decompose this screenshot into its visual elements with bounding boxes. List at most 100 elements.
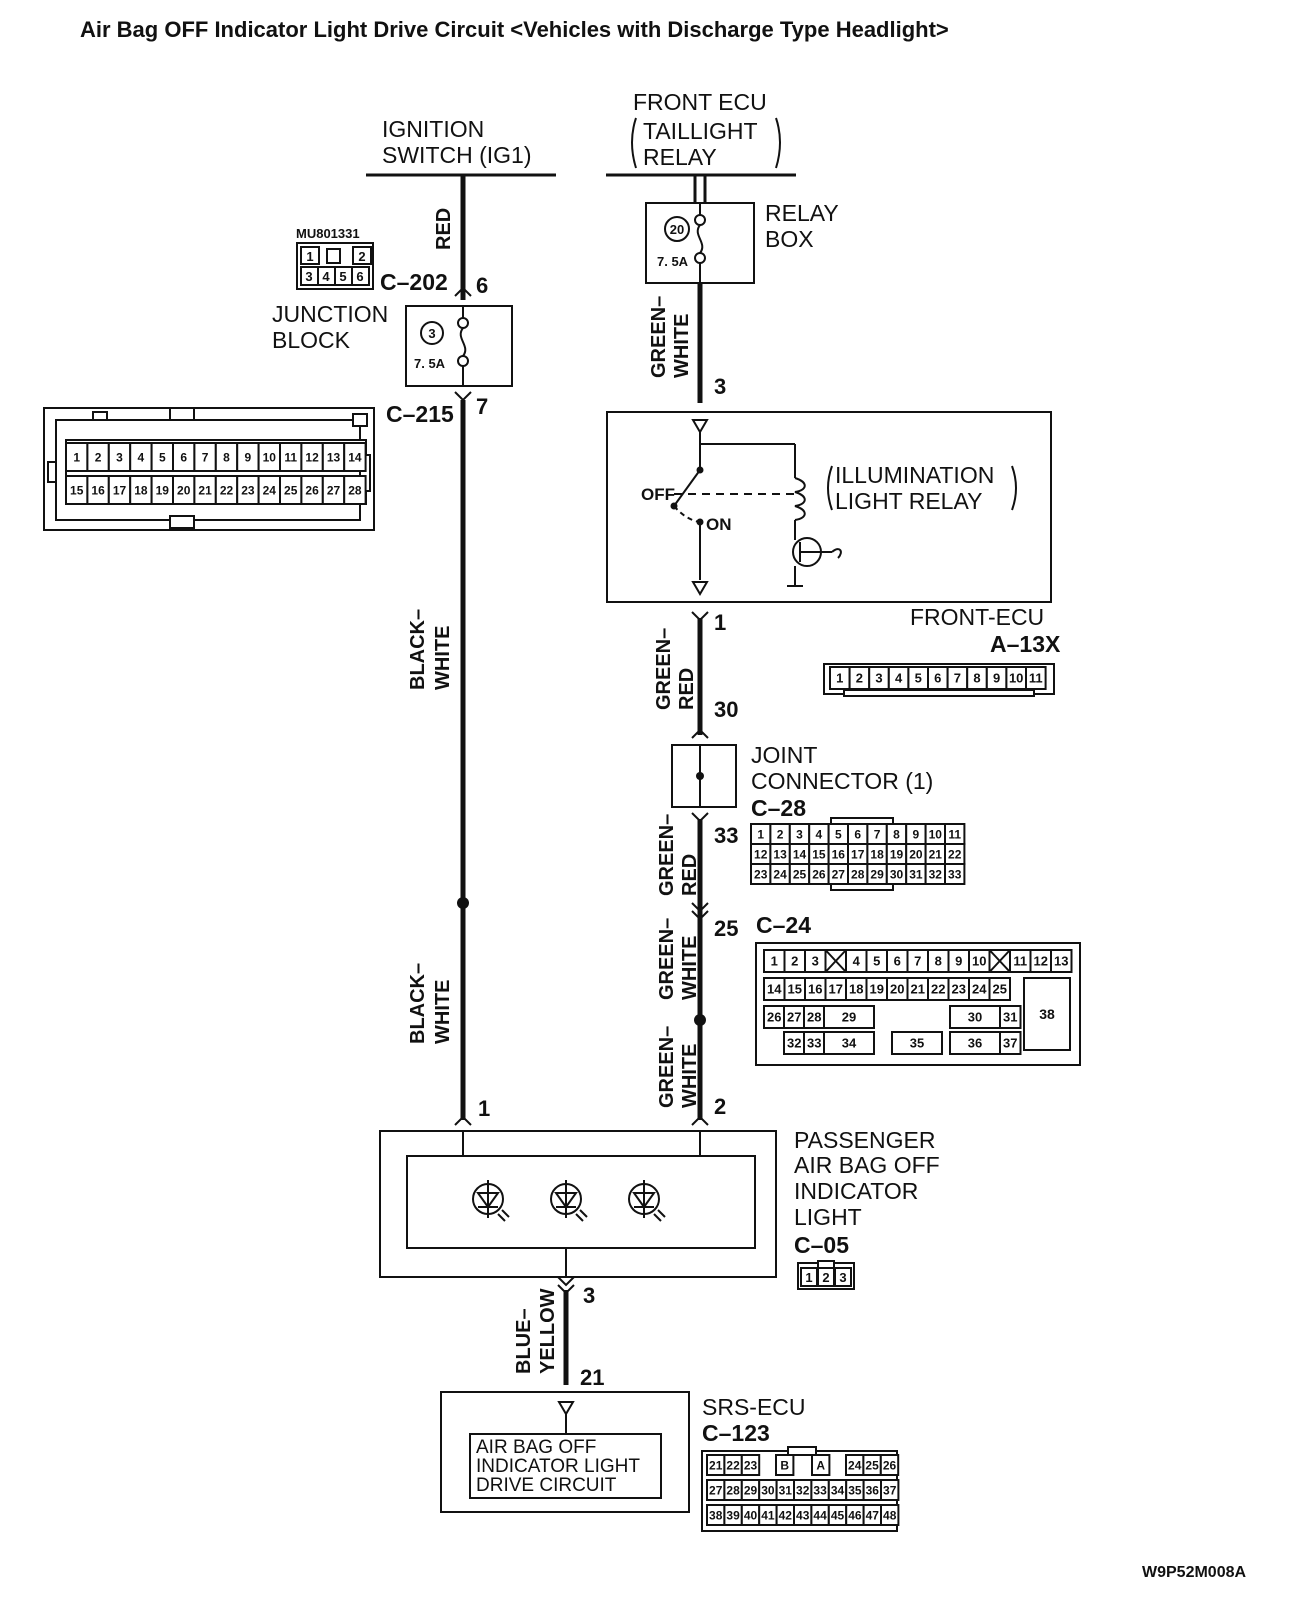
connector-pin-number: 3 (796, 827, 803, 841)
connector-pin-number: 20 (909, 847, 923, 861)
connector-pin-number: 14 (793, 847, 807, 861)
connector-pin-number: 5 (873, 954, 880, 969)
connector-pin-number: 3 (116, 450, 123, 464)
front-ecu-source-line1: FRONT ECU (633, 89, 767, 115)
connector-pin-number: 35 (910, 1036, 924, 1051)
connector-pin-number: 31 (1003, 1010, 1017, 1025)
connector-pin-number: 18 (849, 982, 863, 997)
connector-pin-number: 10 (972, 954, 986, 969)
wire-label-gr-b1: GREEN– (656, 814, 678, 896)
connector-pin-number: 33 (813, 1483, 827, 1497)
connector-pin-number: 25 (284, 483, 298, 497)
connector-pin-number: 25 (993, 982, 1007, 997)
c215-connector-label: C–215 (386, 401, 454, 427)
connector-pin-number: 22 (220, 483, 234, 497)
c05-pin: 3 (839, 1270, 846, 1285)
wire-label-gr-a2: RED (676, 668, 698, 710)
c202-part-number: MU801331 (296, 226, 360, 241)
connector-pin-number: 16 (808, 982, 822, 997)
srs-pin-21: 21 (580, 1365, 604, 1390)
connector-pin-number: 33 (948, 867, 962, 881)
connector-pin-number: 6 (894, 954, 901, 969)
connector-pin-number: 31 (909, 867, 923, 881)
connector-pin-number: 21 (929, 847, 943, 861)
joint-connector-node (696, 772, 704, 780)
connector-pin-number: 45 (831, 1508, 845, 1522)
connector-pin-number: 9 (955, 954, 962, 969)
connector-pin-number: 15 (812, 847, 826, 861)
connector-pin-number: 7 (954, 671, 961, 686)
connector-pin-number: 26 (767, 1010, 781, 1025)
junction-fuse-number: 3 (428, 326, 435, 341)
wire-label-bw-a1: BLACK– (407, 609, 429, 690)
connector-pin-cell (823, 1031, 875, 1055)
wire-label-bw-a2: WHITE (432, 626, 454, 690)
indicator-pin-3: 3 (583, 1283, 595, 1308)
wire-label-red: RED (433, 208, 455, 250)
relay-fuse-symbol (694, 203, 706, 283)
relay-label-bracket-left (827, 465, 833, 511)
connector-pin-number: 27 (787, 1010, 801, 1025)
connector-pin-number: 11 (1029, 671, 1043, 686)
connector-pin-number: 23 (744, 1458, 758, 1472)
connector-pin-number: 13 (773, 847, 787, 861)
connector-pin-cell (999, 1031, 1022, 1055)
connector-pin-number: 31 (779, 1483, 793, 1497)
ignition-label-line1: IGNITION (382, 116, 484, 142)
fuse-symbol (457, 306, 469, 386)
connector-pin-number: 4 (895, 671, 903, 686)
wire-label-gr-a1: GREEN– (653, 628, 675, 710)
front-ecu-source-line2: TAILLIGHT (643, 118, 758, 144)
front-ecu-box (606, 411, 1052, 603)
connector-pin-number: 42 (779, 1508, 793, 1522)
connector-pin-cell (879, 1454, 900, 1476)
connector-pin-number: 37 (1003, 1036, 1017, 1051)
connector-pin-number: 3 (812, 954, 819, 969)
connector-pin-number: 24 (972, 982, 987, 997)
connector-pin-number: 47 (866, 1508, 880, 1522)
c202-pin: 2 (358, 249, 365, 264)
connector-pin-cell (880, 1479, 900, 1501)
splice-point-left (457, 897, 469, 909)
wire-label-gw-a2: WHITE (671, 314, 693, 378)
connector-pin-number: 8 (973, 671, 980, 686)
srs-input-triangle (557, 1401, 575, 1416)
connector-pin-number: 10 (1009, 671, 1023, 686)
relay-fuse-rating: 7. 5A (657, 254, 689, 269)
connector-pin-number: 39 (726, 1508, 740, 1522)
indicator-pin-1: 1 (478, 1096, 490, 1121)
connector-pin-number: 37 (883, 1483, 897, 1497)
illumination-relay-line1: ILLUMINATION (835, 462, 994, 488)
front-ecu-internal-circuit (670, 419, 842, 596)
connector-pin-number: 15 (70, 483, 84, 497)
connector-pin-number: 9 (993, 671, 1000, 686)
connector-pin-number: 48 (883, 1508, 897, 1522)
connector-mark-25b (691, 910, 709, 921)
connector-pin-number: 8 (223, 450, 230, 464)
connector-pin-cell (1023, 977, 1071, 1051)
connector-pin-number: 12 (1034, 954, 1048, 969)
connector-pin-number: 1 (836, 671, 843, 686)
connector-pin-number: 17 (113, 483, 127, 497)
joint-pin-30: 30 (714, 697, 738, 722)
connector-pin-number: 30 (761, 1483, 775, 1497)
connector-pin-number: 5 (159, 450, 166, 464)
connector-pin-number: 22 (931, 982, 945, 997)
connector-pin-number: 34 (842, 1036, 857, 1051)
connector-pin-number: 34 (831, 1483, 845, 1497)
relay-fuse-number: 20 (670, 222, 684, 237)
connector-pin-number: 24 (848, 1458, 862, 1472)
junction-pin-7: 7 (476, 394, 488, 419)
connector-pin-number: 6 (854, 827, 861, 841)
indicator-pin-2: 2 (714, 1094, 726, 1119)
connector-pin-number: 26 (305, 483, 319, 497)
wire-label-gr-b2: RED (679, 854, 701, 896)
connector-pin-number: 12 (305, 450, 319, 464)
connector-pin-number: 20 (890, 982, 904, 997)
connector-pin-number: 8 (893, 827, 900, 841)
connector-pin-number: 1 (757, 827, 764, 841)
relay-pin-3: 3 (714, 374, 726, 399)
connector-pin-number: 4 (853, 954, 861, 969)
